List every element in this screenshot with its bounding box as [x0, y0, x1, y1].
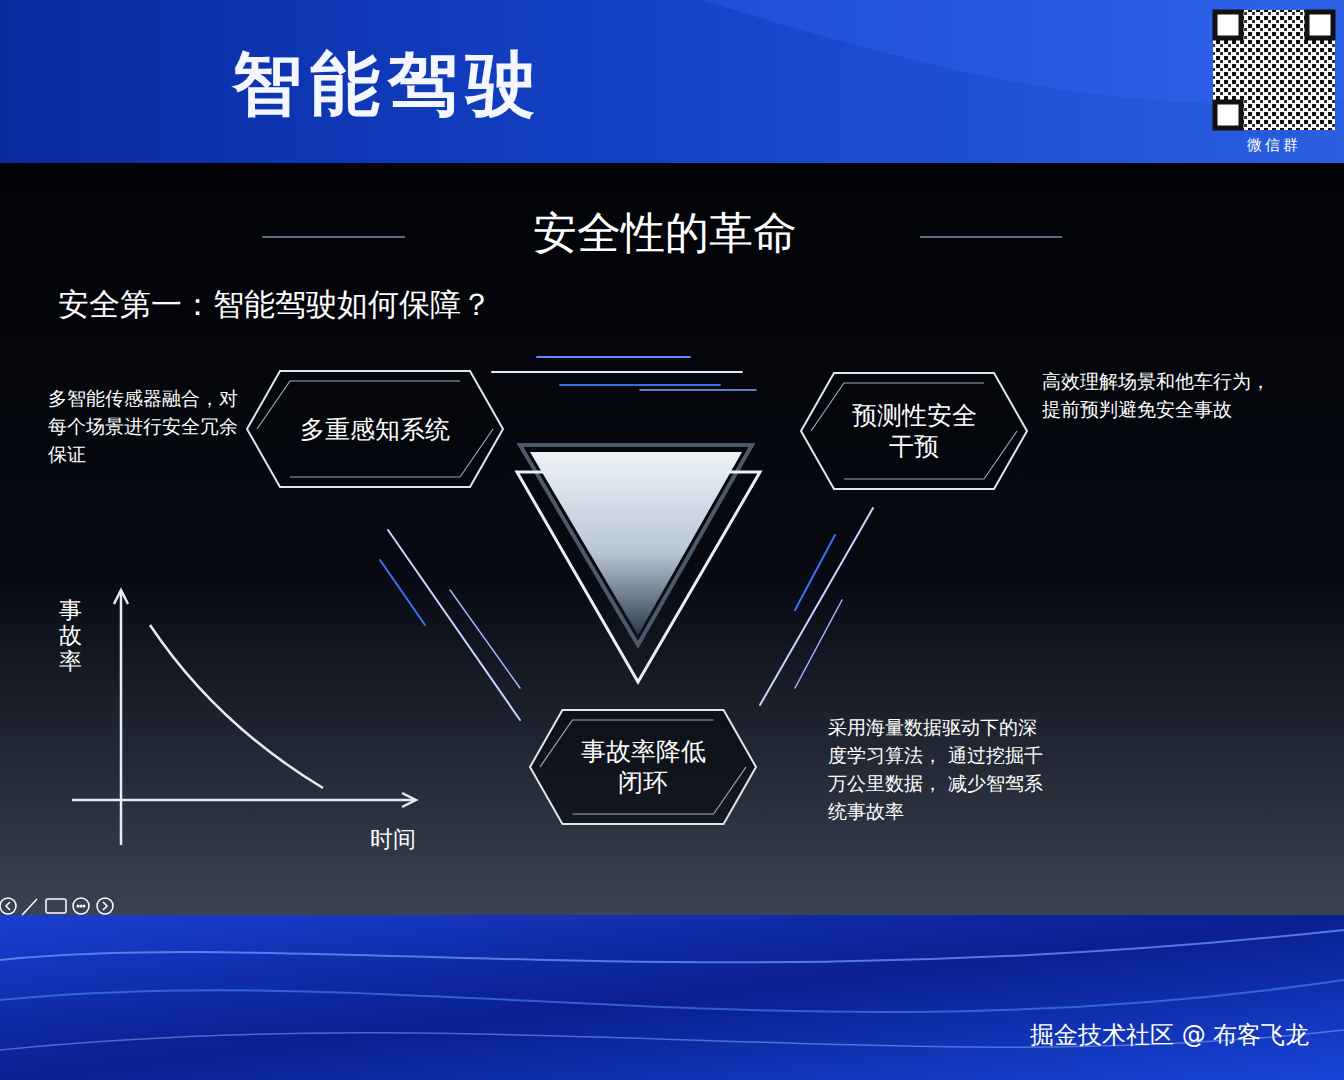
node-label: 事故率降低 闭环: [573, 736, 713, 798]
node-label: 预测性安全 干预: [844, 400, 984, 462]
hexagon-node: 预测性安全 干预: [799, 371, 1029, 491]
page-title: 智能驾驶: [232, 38, 544, 132]
hexagon-node: 事故率降低 闭环: [528, 708, 758, 826]
axis-label: 时间: [370, 824, 416, 854]
subtitle: 安全第一：智能驾驶如何保障？: [58, 284, 492, 324]
description-text: 高效理解场景和他车行为， 提前预判避免安全事故: [1042, 367, 1287, 423]
hexagon-outline: [799, 371, 1029, 491]
section-heading: 安全性的革命: [533, 204, 797, 261]
description-text: 多智能传感器融合，对 每个场景进行安全冗余 保证: [48, 384, 253, 468]
qr-caption: 微信群: [1247, 135, 1301, 155]
hexagon-outline: [528, 708, 758, 826]
hexagon-node: 多重感知系统: [245, 369, 505, 489]
axis-label: 事故率: [59, 598, 82, 674]
watermark: 掘金技术社区 @ 布客飞龙: [1030, 1020, 1309, 1051]
node-label: 多重感知系统: [290, 414, 460, 445]
description-text: 采用海量数据驱动下的深 度学习算法， 通过挖掘千万公里数据， 减少智驾系统事故率: [828, 713, 1056, 825]
